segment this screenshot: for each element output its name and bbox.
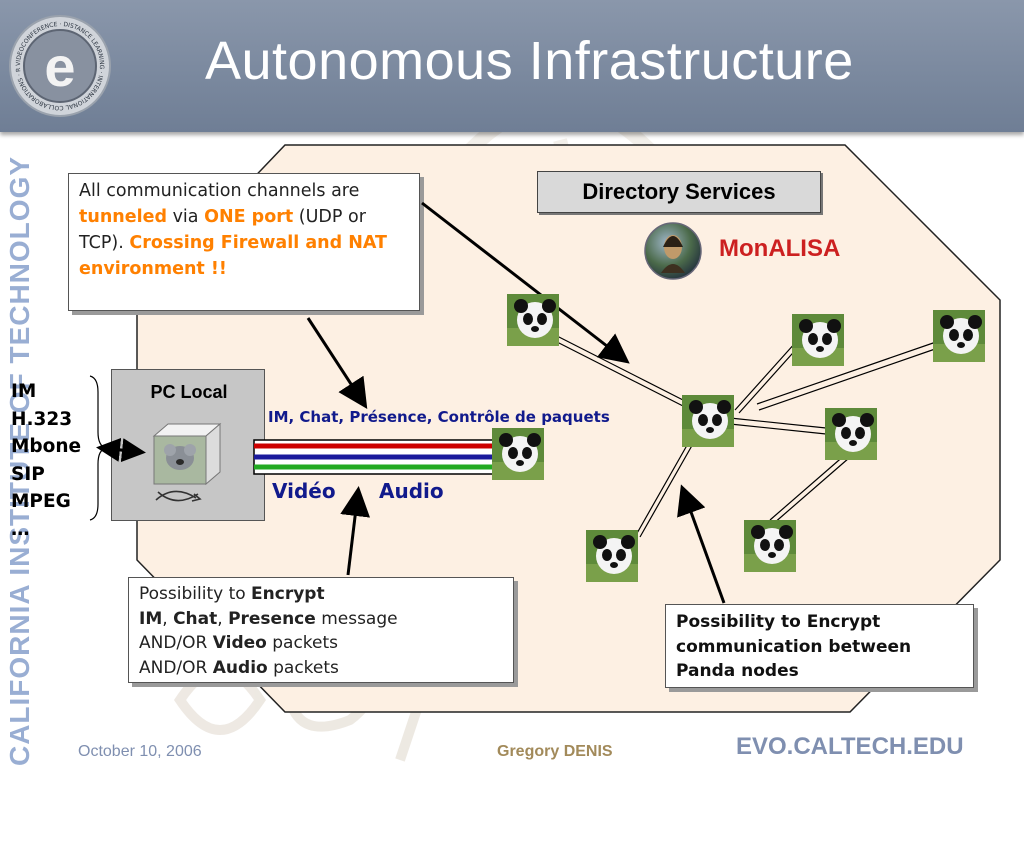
- footer-site: EVO.CALTECH.EDU: [736, 733, 964, 760]
- encrypt-callout-segment: Video: [212, 633, 267, 653]
- audio-label: Audio: [379, 479, 444, 503]
- protocol-item: H.323: [11, 408, 73, 430]
- panda-node-icon: [933, 310, 985, 362]
- encrypt-callout-segment: Encrypt: [251, 584, 325, 604]
- panda-node-icon: [586, 530, 638, 582]
- encrypt-callout-segment: Chat: [173, 608, 218, 629]
- encrypt-callout-line: AND/OR Video packets: [139, 631, 503, 656]
- encrypt-callout-line: IM, Chat, Presence message: [139, 607, 503, 632]
- encrypt-callout-segment: Possibility to: [139, 584, 252, 604]
- panda-node-icon: [507, 294, 559, 346]
- panda-node-icon: [744, 520, 796, 572]
- tunneling-callout-part: All communication channels are: [79, 181, 360, 201]
- encrypt-callout-line: AND/OR Audio packets: [139, 656, 503, 681]
- protocol-item: Mbone: [11, 436, 82, 457]
- tunneling-callout-part: Crossing Firewall and NAT environment !!: [79, 233, 387, 279]
- panda-encrypt-callout: Possibility to Encrypt communication bet…: [665, 604, 974, 688]
- footer-date: October 10, 2006: [78, 743, 202, 760]
- protocol-item: IM: [11, 381, 37, 402]
- protocol-item: SIP: [11, 463, 45, 485]
- panda-node-icon: [682, 395, 734, 447]
- title-bar: VIDEOCONFERENCE · DISTANCE LEARNING · IN…: [0, 0, 1024, 132]
- footer-author: Gregory DENIS: [497, 743, 613, 760]
- encrypt-callout-segment: packets: [267, 657, 339, 678]
- tunneling-callout-part: (UDP or TCP).: [79, 207, 366, 253]
- encrypt-callout-segment: AND/OR: [139, 633, 213, 653]
- encrypt-callout-line: Possibility to Encrypt: [139, 582, 503, 607]
- panda-node-icon: [492, 428, 544, 480]
- protocol-item: …: [11, 518, 30, 540]
- video-label: Vidéo: [272, 479, 336, 503]
- encrypt-callout-segment: packets: [266, 633, 339, 653]
- encrypt-callout-segment: message: [315, 608, 398, 629]
- svg-text:e: e: [44, 35, 75, 98]
- protocol-item: MPEG: [11, 491, 71, 512]
- tunneling-callout-part: via: [167, 207, 205, 227]
- encrypt-callout-segment: Audio: [212, 657, 268, 678]
- panda-node-icon: [792, 314, 844, 366]
- panda-node-icon: [825, 408, 877, 460]
- encrypt-callout-segment: Presence: [228, 608, 316, 629]
- slide-title: Autonomous Infrastructure: [205, 31, 854, 91]
- evo-logo-icon: VIDEOCONFERENCE · DISTANCE LEARNING · IN…: [8, 14, 111, 117]
- tunneling-callout-part: ONE port: [204, 207, 294, 227]
- encrypt-callout-segment: AND/OR: [139, 657, 213, 678]
- encrypt-callout-segment: ,: [217, 608, 229, 629]
- tunneling-callout: All communication channels are tunneled …: [68, 173, 420, 311]
- tunneling-callout-part: tunneled: [79, 207, 168, 227]
- monalisa-label: MonALISA: [719, 235, 841, 262]
- tunnel-label: IM, Chat, Présence, Contrôle de paquets: [268, 408, 610, 426]
- monalisa-globe-icon: [644, 222, 702, 280]
- encrypt-callout-segment: IM: [139, 608, 163, 629]
- encrypt-callout-segment: ,: [162, 608, 174, 629]
- pc-local-label: PC Local: [150, 382, 228, 402]
- pc-cube-icon: [152, 422, 222, 502]
- directory-services-box: Directory Services: [537, 171, 821, 213]
- pc-local-box: PC Local: [111, 369, 265, 521]
